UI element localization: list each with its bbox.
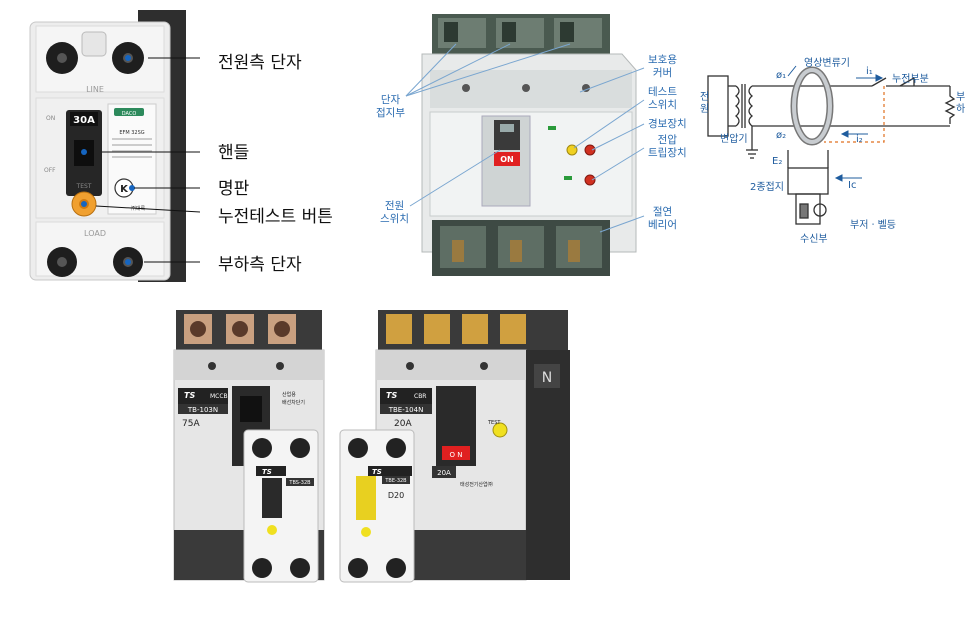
on-mark: ON bbox=[46, 115, 55, 122]
i2-label: i₂ bbox=[856, 134, 863, 145]
small1-model: TBS-32B bbox=[288, 480, 311, 486]
mccb-illustration: ON bbox=[405, 14, 645, 276]
leak-part-label: 누전부분 bbox=[892, 74, 929, 85]
off-mark: OFF bbox=[44, 167, 56, 174]
product-lineup-photo: TS MCCB TB-103N 75A 산업용 배선차단기 N TS CBR T… bbox=[170, 300, 580, 590]
earth-leakage-breaker-photo: LINE 30A ON OFF DACO EFM 32SG K ㈜대륙 TEST… bbox=[29, 10, 200, 282]
alarm-label: 경보장치 bbox=[648, 118, 687, 130]
mccb-kind: MCCB bbox=[210, 393, 228, 400]
cbr-kind: CBR bbox=[414, 393, 426, 400]
load-terminal-label: 부하측 단자 bbox=[218, 255, 302, 275]
cbr-maker: 태성전기산업㈜ bbox=[460, 481, 493, 488]
brand-label: DACO bbox=[122, 111, 137, 117]
voltage-trip-label: 전압 트립장치 bbox=[648, 134, 687, 159]
small2-model: TBE-32B bbox=[384, 478, 407, 484]
cbr-on: O N bbox=[450, 451, 463, 459]
test-button-label: 누전테스트 버튼 bbox=[218, 207, 333, 227]
e2-label: E₂ bbox=[772, 156, 783, 167]
breaker-products: TS MCCB TB-103N 75A 산업용 배선차단기 N TS CBR T… bbox=[173, 310, 570, 583]
mccb-brand: TS bbox=[184, 391, 195, 400]
line-label: LINE bbox=[86, 85, 104, 94]
zct-label: 영상변류기 bbox=[804, 58, 850, 69]
cbr-window: 20A bbox=[437, 469, 451, 477]
svg-text:K: K bbox=[120, 184, 129, 195]
mccb-rating: 75A bbox=[182, 419, 200, 429]
cbr-test: TEST bbox=[487, 420, 501, 426]
cbr-rating: 20A bbox=[394, 419, 412, 429]
load-label: 부 하 bbox=[956, 92, 966, 115]
source-label: 전 원 bbox=[700, 92, 710, 115]
phi1-label: ø₁ bbox=[776, 70, 787, 81]
circuit-schematic bbox=[707, 65, 956, 225]
load-label: LOAD bbox=[84, 229, 106, 238]
nameplate-label: 명판 bbox=[218, 179, 250, 199]
model-label: EFM 32SG bbox=[119, 130, 144, 136]
protective-cover-label: 보호용 커버 bbox=[648, 54, 677, 79]
mccb-illustration-panel: ON 단자 접지부 전원 스위치 보호용 커버 테스트 스위치 경보장치 bbox=[360, 0, 700, 290]
rating-label: 30A bbox=[73, 115, 95, 126]
buzzer-label: 부저ㆍ벨등 bbox=[850, 220, 896, 231]
leakage-circuit-diagram: 영상변류기 누전부분 전 원 부 하 변압기 2종접지 수신부 부저ㆍ벨등 ø₁… bbox=[700, 0, 968, 290]
mccb-model: TB-103N bbox=[187, 406, 218, 414]
cbr-model: TBE-104N bbox=[388, 406, 424, 414]
test-mark: TEST bbox=[76, 183, 92, 190]
breaker-photo-panel: LINE 30A ON OFF DACO EFM 32SG K ㈜대륙 TEST… bbox=[0, 0, 340, 290]
small2-brand: TS bbox=[372, 468, 382, 476]
transformer-label: 변압기 bbox=[720, 134, 748, 145]
i1-label: i₁ bbox=[866, 66, 873, 77]
insulation-barrier-label: 절연 베리어 bbox=[648, 206, 677, 231]
receiver-label: 수신부 bbox=[800, 234, 828, 245]
on-indicator-text: ON bbox=[500, 155, 514, 164]
neutral-marker: N bbox=[542, 370, 552, 386]
small1-brand: TS bbox=[262, 468, 272, 476]
terminal-contact-label: 단자 접지부 bbox=[376, 94, 405, 119]
ic-label: Ic bbox=[848, 180, 857, 191]
source-terminal-label: 전원측 단자 bbox=[218, 53, 302, 73]
ground2-label: 2종접지 bbox=[750, 182, 784, 193]
test-switch-label: 테스트 스위치 bbox=[648, 86, 677, 111]
svg-text:산업용: 산업용 bbox=[282, 391, 296, 398]
small2-rating: D20 bbox=[388, 491, 404, 500]
power-switch-label: 전원 스위치 bbox=[380, 200, 409, 225]
svg-text:배선차단기: 배선차단기 bbox=[282, 399, 305, 406]
phi2-label: ø₂ bbox=[776, 130, 787, 141]
cbr-brand: TS bbox=[386, 391, 397, 400]
handle-label: 핸들 bbox=[218, 143, 250, 163]
